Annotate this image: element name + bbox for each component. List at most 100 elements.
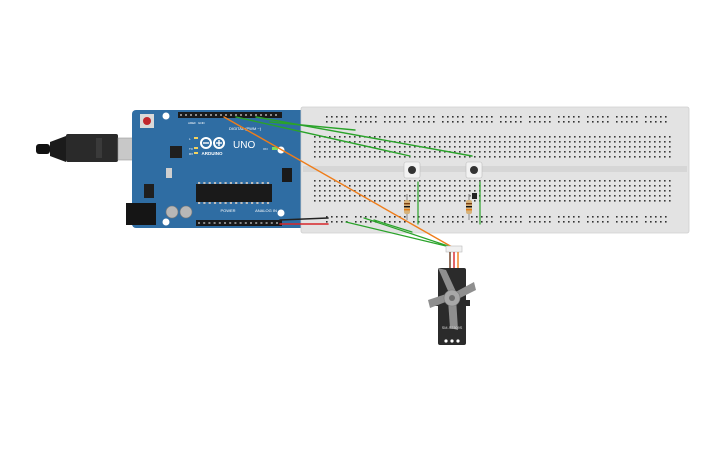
- breadboard-rail-hole: [660, 216, 662, 218]
- breadboard-strip-hole: [624, 195, 626, 197]
- breadboard-strip-hole: [644, 146, 646, 148]
- breadboard-strip-hole: [359, 146, 361, 148]
- breadboard-strip-hole: [609, 195, 611, 197]
- breadboard-strip-hole: [579, 136, 581, 138]
- breadboard-strip-hole: [644, 190, 646, 192]
- breadboard-rail-hole: [602, 221, 604, 223]
- breadboard-rail-hole: [544, 221, 546, 223]
- breadboard-strip-hole: [454, 180, 456, 182]
- wire-rail-jumper[interactable]: [373, 219, 413, 233]
- breadboard-strip-hole: [544, 146, 546, 148]
- breadboard-strip-hole: [409, 180, 411, 182]
- breadboard-rail-hole: [360, 116, 362, 118]
- breadboard-rail-hole: [481, 121, 483, 123]
- breadboard-strip-hole: [494, 136, 496, 138]
- breadboard-rail-hole: [384, 116, 386, 118]
- breadboard-rail-hole: [433, 121, 435, 123]
- breadboard-rail-hole: [331, 216, 333, 218]
- l-led-label: L: [189, 137, 191, 141]
- breadboard-strip-hole: [344, 136, 346, 138]
- board-model-label: UNO: [233, 140, 255, 151]
- breadboard-strip-hole: [359, 200, 361, 202]
- crystal: [166, 168, 172, 178]
- servo-horn[interactable]: [428, 268, 476, 330]
- breadboard-strip-hole: [374, 136, 376, 138]
- breadboard-strip-hole: [394, 195, 396, 197]
- breadboard-strip-hole: [409, 151, 411, 153]
- breadboard-strip-hole: [639, 200, 641, 202]
- breadboard-strip-hole: [339, 185, 341, 187]
- breadboard[interactable]: [300, 106, 690, 234]
- breadboard-strip-hole: [534, 151, 536, 153]
- atmega-chip: [196, 184, 272, 202]
- breadboard-strip-hole: [589, 141, 591, 143]
- breadboard-strip-hole: [349, 185, 351, 187]
- breadboard-strip-hole: [574, 141, 576, 143]
- breadboard-strip-hole: [489, 146, 491, 148]
- wire-servo-ground-rail[interactable]: [363, 217, 449, 247]
- header-pin: [213, 222, 216, 224]
- button-2-leg: [472, 193, 477, 199]
- breadboard-strip-hole: [409, 200, 411, 202]
- wire-button-1-signal[interactable]: [235, 116, 411, 157]
- breadboard-rail-hole: [645, 216, 647, 218]
- breadboard-rail-hole: [602, 121, 604, 123]
- reset-button[interactable]: [143, 117, 151, 125]
- breadboard-rail-hole: [462, 116, 464, 118]
- breadboard-strip-hole: [559, 156, 561, 158]
- breadboard-strip-hole: [549, 180, 551, 182]
- breadboard-strip-hole: [459, 200, 461, 202]
- breadboard-strip-hole: [434, 136, 436, 138]
- breadboard-strip-hole: [339, 141, 341, 143]
- breadboard-strip-hole: [439, 141, 441, 143]
- resistor-band: [404, 206, 410, 208]
- usb-plug-grip: [96, 138, 102, 158]
- wire-servo-signal[interactable]: [223, 116, 453, 248]
- breadboard-rail-hole: [360, 121, 362, 123]
- breadboard-strip-hole: [414, 156, 416, 158]
- breadboard-rail-hole: [636, 221, 638, 223]
- wire-ground[interactable]: [279, 217, 329, 221]
- chip-pin: [245, 182, 248, 184]
- resistor-2[interactable]: [466, 194, 472, 220]
- breadboard-strip-hole: [619, 185, 621, 187]
- breadboard-strip-hole: [609, 136, 611, 138]
- power-jack[interactable]: [126, 203, 156, 225]
- power-analog-header[interactable]: [196, 220, 282, 226]
- breadboard-strip-hole: [529, 146, 531, 148]
- breadboard-rail-hole: [413, 221, 415, 223]
- usb-cable-end: [36, 144, 50, 154]
- breadboard-strip-hole: [449, 185, 451, 187]
- breadboard-strip-hole: [504, 136, 506, 138]
- breadboard-strip-hole: [664, 190, 666, 192]
- breadboard-rail-hole: [655, 216, 657, 218]
- header-pin: [185, 114, 187, 116]
- power-label: POWER: [220, 208, 235, 213]
- usb-cable[interactable]: [36, 134, 141, 162]
- breadboard-strip-hole: [329, 156, 331, 158]
- breadboard-strip-hole: [404, 151, 406, 153]
- servo-motor[interactable]: SM-S2309S: [428, 245, 476, 345]
- pushbutton-2[interactable]: [465, 161, 483, 179]
- chip-pin: [256, 202, 259, 204]
- servo-hole: [450, 339, 454, 343]
- breadboard-strip-hole: [424, 190, 426, 192]
- wire-servo-power-rail[interactable]: [345, 221, 447, 247]
- breadboard-strip-hole: [669, 195, 671, 197]
- breadboard-strip-hole: [369, 156, 371, 158]
- pushbutton-1[interactable]: [403, 161, 421, 179]
- breadboard-strip-hole: [449, 141, 451, 143]
- breadboard-rail-hole: [568, 216, 570, 218]
- breadboard-strip-hole: [419, 151, 421, 153]
- breadboard-strip-hole: [619, 136, 621, 138]
- resistor-1[interactable]: [404, 194, 410, 220]
- breadboard-rail-hole: [336, 121, 338, 123]
- breadboard-strip-hole: [524, 156, 526, 158]
- breadboard-strip-hole: [659, 200, 661, 202]
- breadboard-strip-hole: [494, 200, 496, 202]
- wire-digital-to-breadboard[interactable]: [269, 121, 356, 131]
- chip-pin: [198, 202, 201, 204]
- breadboard-strip-hole: [459, 151, 461, 153]
- servo-connector[interactable]: [445, 245, 463, 253]
- breadboard-rail-hole: [563, 221, 565, 223]
